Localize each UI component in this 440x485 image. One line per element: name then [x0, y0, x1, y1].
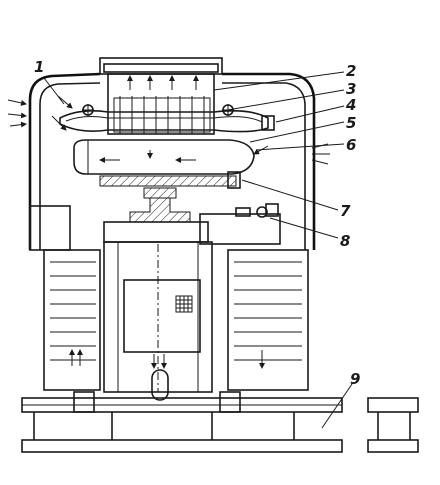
- callout-9: 9: [350, 370, 360, 388]
- tube-bundle: [59, 104, 275, 133]
- callout-3: 3: [346, 80, 356, 98]
- top-cooler: [99, 57, 223, 135]
- callout-2: 2: [346, 62, 356, 80]
- outer-enclosure: [28, 72, 316, 250]
- callouts: 1 2 3 4 5 6 7 8 9: [34, 58, 360, 388]
- air-duct: [73, 139, 255, 175]
- central-column: [103, 241, 213, 401]
- callout-7: 7: [340, 202, 351, 220]
- air-inlet-arrows-left: [7, 95, 73, 131]
- bearing-plate: [99, 171, 241, 189]
- callout-8: 8: [340, 232, 350, 250]
- side-assembly: [199, 203, 281, 245]
- shaft-flange: [103, 187, 209, 243]
- leader-lines: [43, 71, 353, 429]
- air-arrows-right: [253, 143, 330, 165]
- callout-5: 5: [346, 114, 356, 132]
- left-rib-stack: [29, 205, 101, 391]
- callout-6: 6: [346, 136, 356, 154]
- callout-1: 1: [34, 58, 44, 76]
- cooler-fins: [113, 96, 211, 134]
- callout-4: 4: [345, 96, 356, 114]
- terminal-grid: [175, 295, 193, 313]
- base-frame: [21, 391, 419, 453]
- right-rib-stack: [227, 249, 309, 391]
